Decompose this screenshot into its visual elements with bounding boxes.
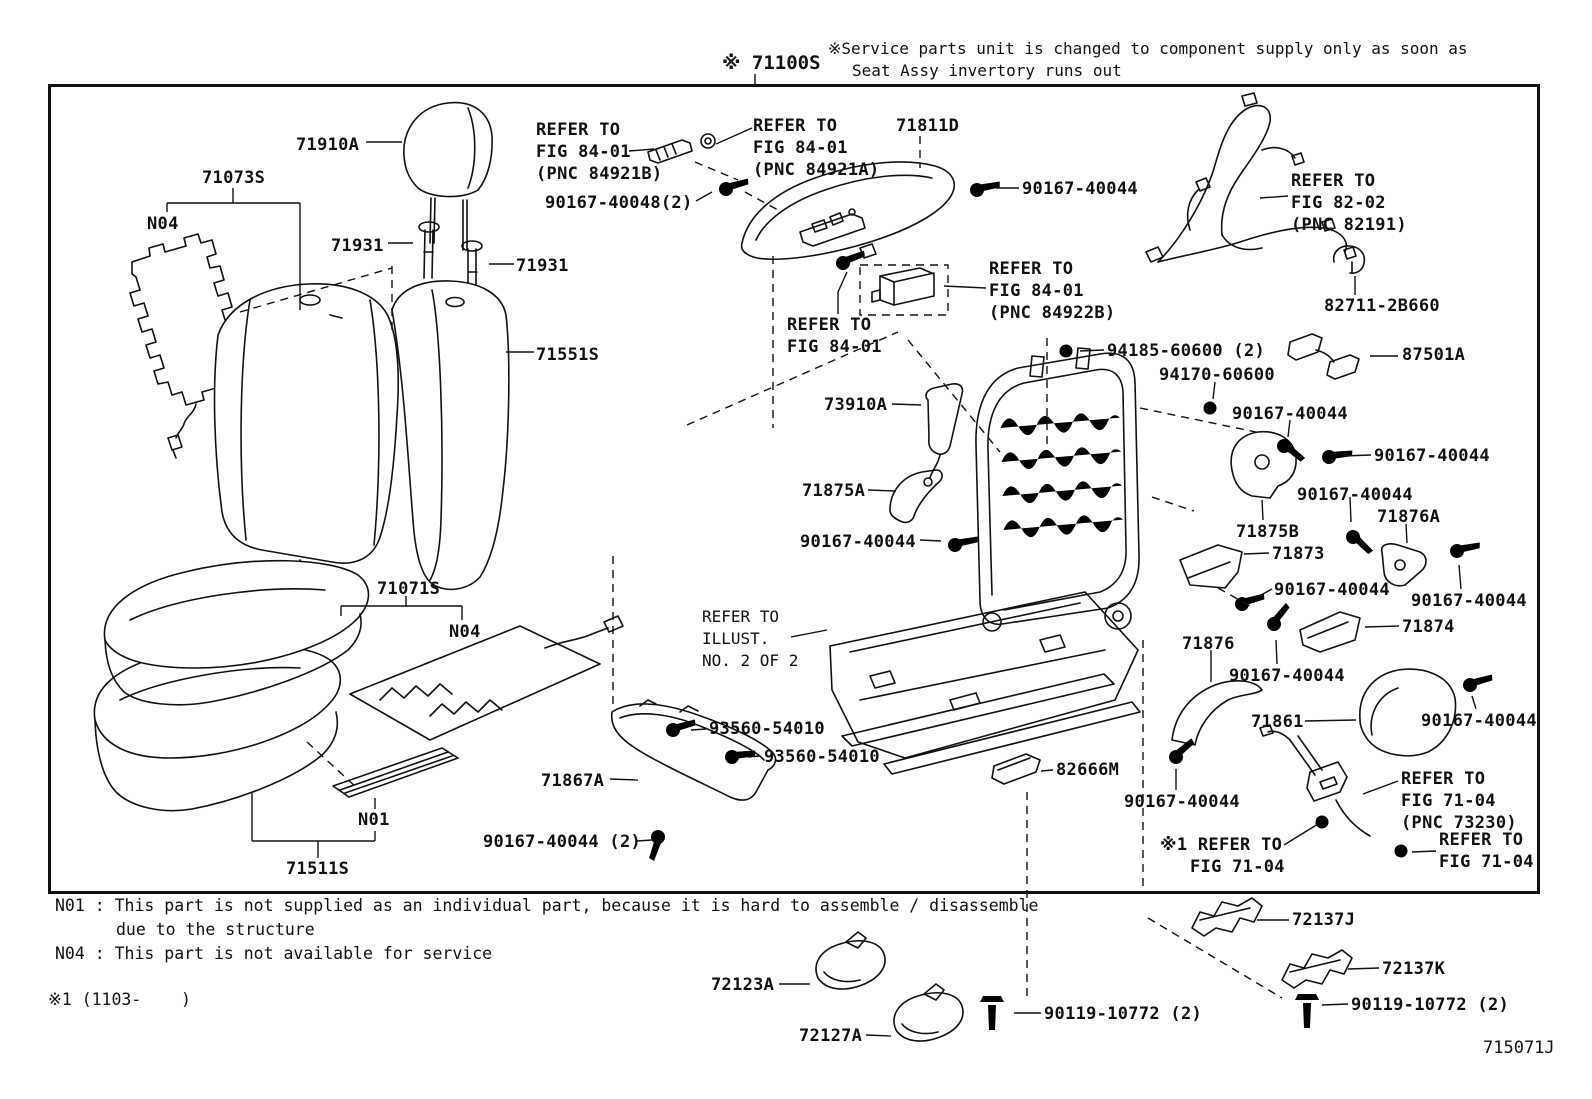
belt-buckle-art [1259, 724, 1371, 837]
callout-72127a: 72127A [799, 1026, 863, 1046]
callout-71511s: 71511S [286, 859, 350, 879]
callout-71551s: 71551S [536, 345, 600, 365]
leader-lines [166, 74, 1477, 1037]
figure-code: 715071J [1483, 1038, 1555, 1058]
callout-71811d: 71811D [896, 116, 960, 136]
callout-90167-40044-8: 90167-40044 [1124, 792, 1240, 812]
cushion-frame-art [829, 591, 1141, 775]
note-n01-cont: due to the structure [116, 920, 315, 939]
callout-94185-60600: 94185-60600 (2) [1107, 341, 1266, 361]
shield-75a-art [889, 469, 943, 524]
callout-n04-upper: N04 [147, 214, 179, 234]
callout-90167-40044-6: 90167-40044 [1229, 666, 1345, 686]
front-valance-art [610, 699, 777, 801]
callout-90167-40044-5: 90167-40044 [1411, 591, 1527, 611]
callout-refer-7104-buckle: REFER TO FIG 71-04 (PNC 73230) [1401, 769, 1517, 833]
callout-90167-40044-4: 90167-40044 [1274, 580, 1390, 600]
bracket-74-art [1299, 611, 1361, 653]
callout-93560-2: 93560-54010 [764, 747, 880, 767]
callout-refer-8202: REFER TO FIG 82-02 (PNC 82191) [1291, 171, 1407, 235]
callout-n04-lower: N04 [449, 622, 481, 642]
callout-90119-right: 90119-10772 (2) [1351, 995, 1510, 1015]
shield-switch-panel-art [740, 161, 956, 261]
slide-cover-art [991, 753, 1041, 785]
note-asterisk1: ※1 (1103- ) [48, 990, 191, 1009]
knob-art [700, 133, 716, 149]
callout-90167-40044-airbag: 90167-40044 [800, 532, 916, 552]
callout-90167-40044-1: 90167-40044 [1232, 404, 1348, 424]
callout-refer-8401: REFER TO FIG 84-01 [787, 315, 882, 357]
callout-90167-40044-panel: 90167-40044 [1022, 179, 1138, 199]
callout-94170-60600: 94170-60600 [1159, 365, 1275, 385]
callout-90119-left: 90119-10772 (2) [1044, 1004, 1203, 1024]
wire-harness-art [1145, 92, 1357, 263]
assembly-callout: ※ 71100S [722, 52, 821, 74]
callout-73910a: 73910A [824, 395, 888, 415]
switch-art [647, 139, 693, 164]
callout-71875a: 71875A [802, 481, 866, 501]
callout-refer-7104-ast1b: FIG 71-04 [1190, 857, 1285, 877]
callout-71073s: 71073S [202, 168, 266, 188]
headrest-support-left-art [418, 221, 440, 279]
service-note-line1: ※Service parts unit is changed to compon… [828, 39, 1468, 58]
callout-93560-1: 93560-54010 [709, 719, 825, 739]
seatback-cover-rear-art [391, 280, 510, 591]
callout-71910a: 71910A [296, 135, 360, 155]
cushion-heater-pad-art [349, 615, 624, 741]
callout-71867a: 71867A [541, 771, 605, 791]
callout-72137k: 72137K [1382, 959, 1446, 979]
headrest-art [403, 101, 493, 198]
callout-71873: 71873 [1272, 544, 1325, 564]
callout-refer-84921a: REFER TO FIG 84-01 (PNC 84921A) [753, 116, 880, 180]
shield-73-art [1179, 544, 1243, 589]
projection-lines [239, 136, 1283, 1002]
slide-foam-strip-art [332, 747, 459, 798]
callout-90167-40044-7: 90167-40044 [1421, 711, 1537, 731]
callout-72137j: 72137J [1292, 910, 1356, 930]
callout-71876a: 71876A [1377, 507, 1441, 527]
callout-refer-7104-ast1a: ※1 REFER TO [1160, 835, 1283, 855]
sensor-art [1287, 333, 1360, 380]
track-cover-inner-art [815, 931, 886, 990]
callout-71861: 71861 [1251, 712, 1304, 732]
callout-refer-84921b: REFER TO FIG 84-01 (PNC 84921B) [536, 120, 663, 184]
callout-71875b: 71875B [1236, 522, 1300, 542]
callout-refer-7104-right: REFER TO FIG 71-04 [1439, 830, 1534, 872]
callout-71931-right: 71931 [516, 256, 569, 276]
callout-90167-40048: 90167-40048(2) [545, 193, 693, 213]
airbag-art [923, 383, 964, 487]
callout-87501a: 87501A [1402, 345, 1466, 365]
track-bracket-k-art [1281, 949, 1353, 989]
seatback-frame-art [975, 347, 1140, 632]
callout-90167-40044-valance: 90167-40044 (2) [483, 832, 642, 852]
callout-refer-illust: REFER TO ILLUST. NO. 2 OF 2 [702, 607, 799, 670]
track-bracket-j-art [1191, 897, 1263, 937]
bracket-76a-art [1380, 543, 1427, 587]
diagram-border [48, 84, 1540, 894]
track-cover-outer-art [893, 983, 964, 1042]
bracket-76-art [1171, 680, 1263, 746]
seatback-cover-front-art [213, 283, 400, 564]
callout-71876: 71876 [1182, 634, 1235, 654]
callout-82666m: 82666M [1056, 760, 1120, 780]
callout-82711-2b660: 82711-2B660 [1324, 296, 1440, 316]
note-n04: N04 : This part is not available for ser… [55, 944, 493, 963]
callout-refer-84922b: REFER TO FIG 84-01 (PNC 84922B) [989, 259, 1116, 323]
callout-71071s: 71071S [377, 579, 441, 599]
callout-72123a: 72123A [711, 975, 775, 995]
callout-90167-40044-3: 90167-40044 [1297, 485, 1413, 505]
clamp-art [1332, 245, 1366, 274]
callout-71874: 71874 [1402, 617, 1455, 637]
callout-90167-40044-2: 90167-40044 [1374, 446, 1490, 466]
recliner-cover-art [1359, 668, 1457, 757]
motor-art [871, 267, 935, 306]
callout-n01: N01 [358, 810, 390, 830]
callout-71931-left: 71931 [331, 236, 384, 256]
note-n01: N01 : This part is not supplied as an in… [55, 896, 1039, 915]
service-note-line2: Seat Assy invertory runs out [852, 61, 1122, 80]
cushion-cover-upper-art [103, 559, 370, 669]
